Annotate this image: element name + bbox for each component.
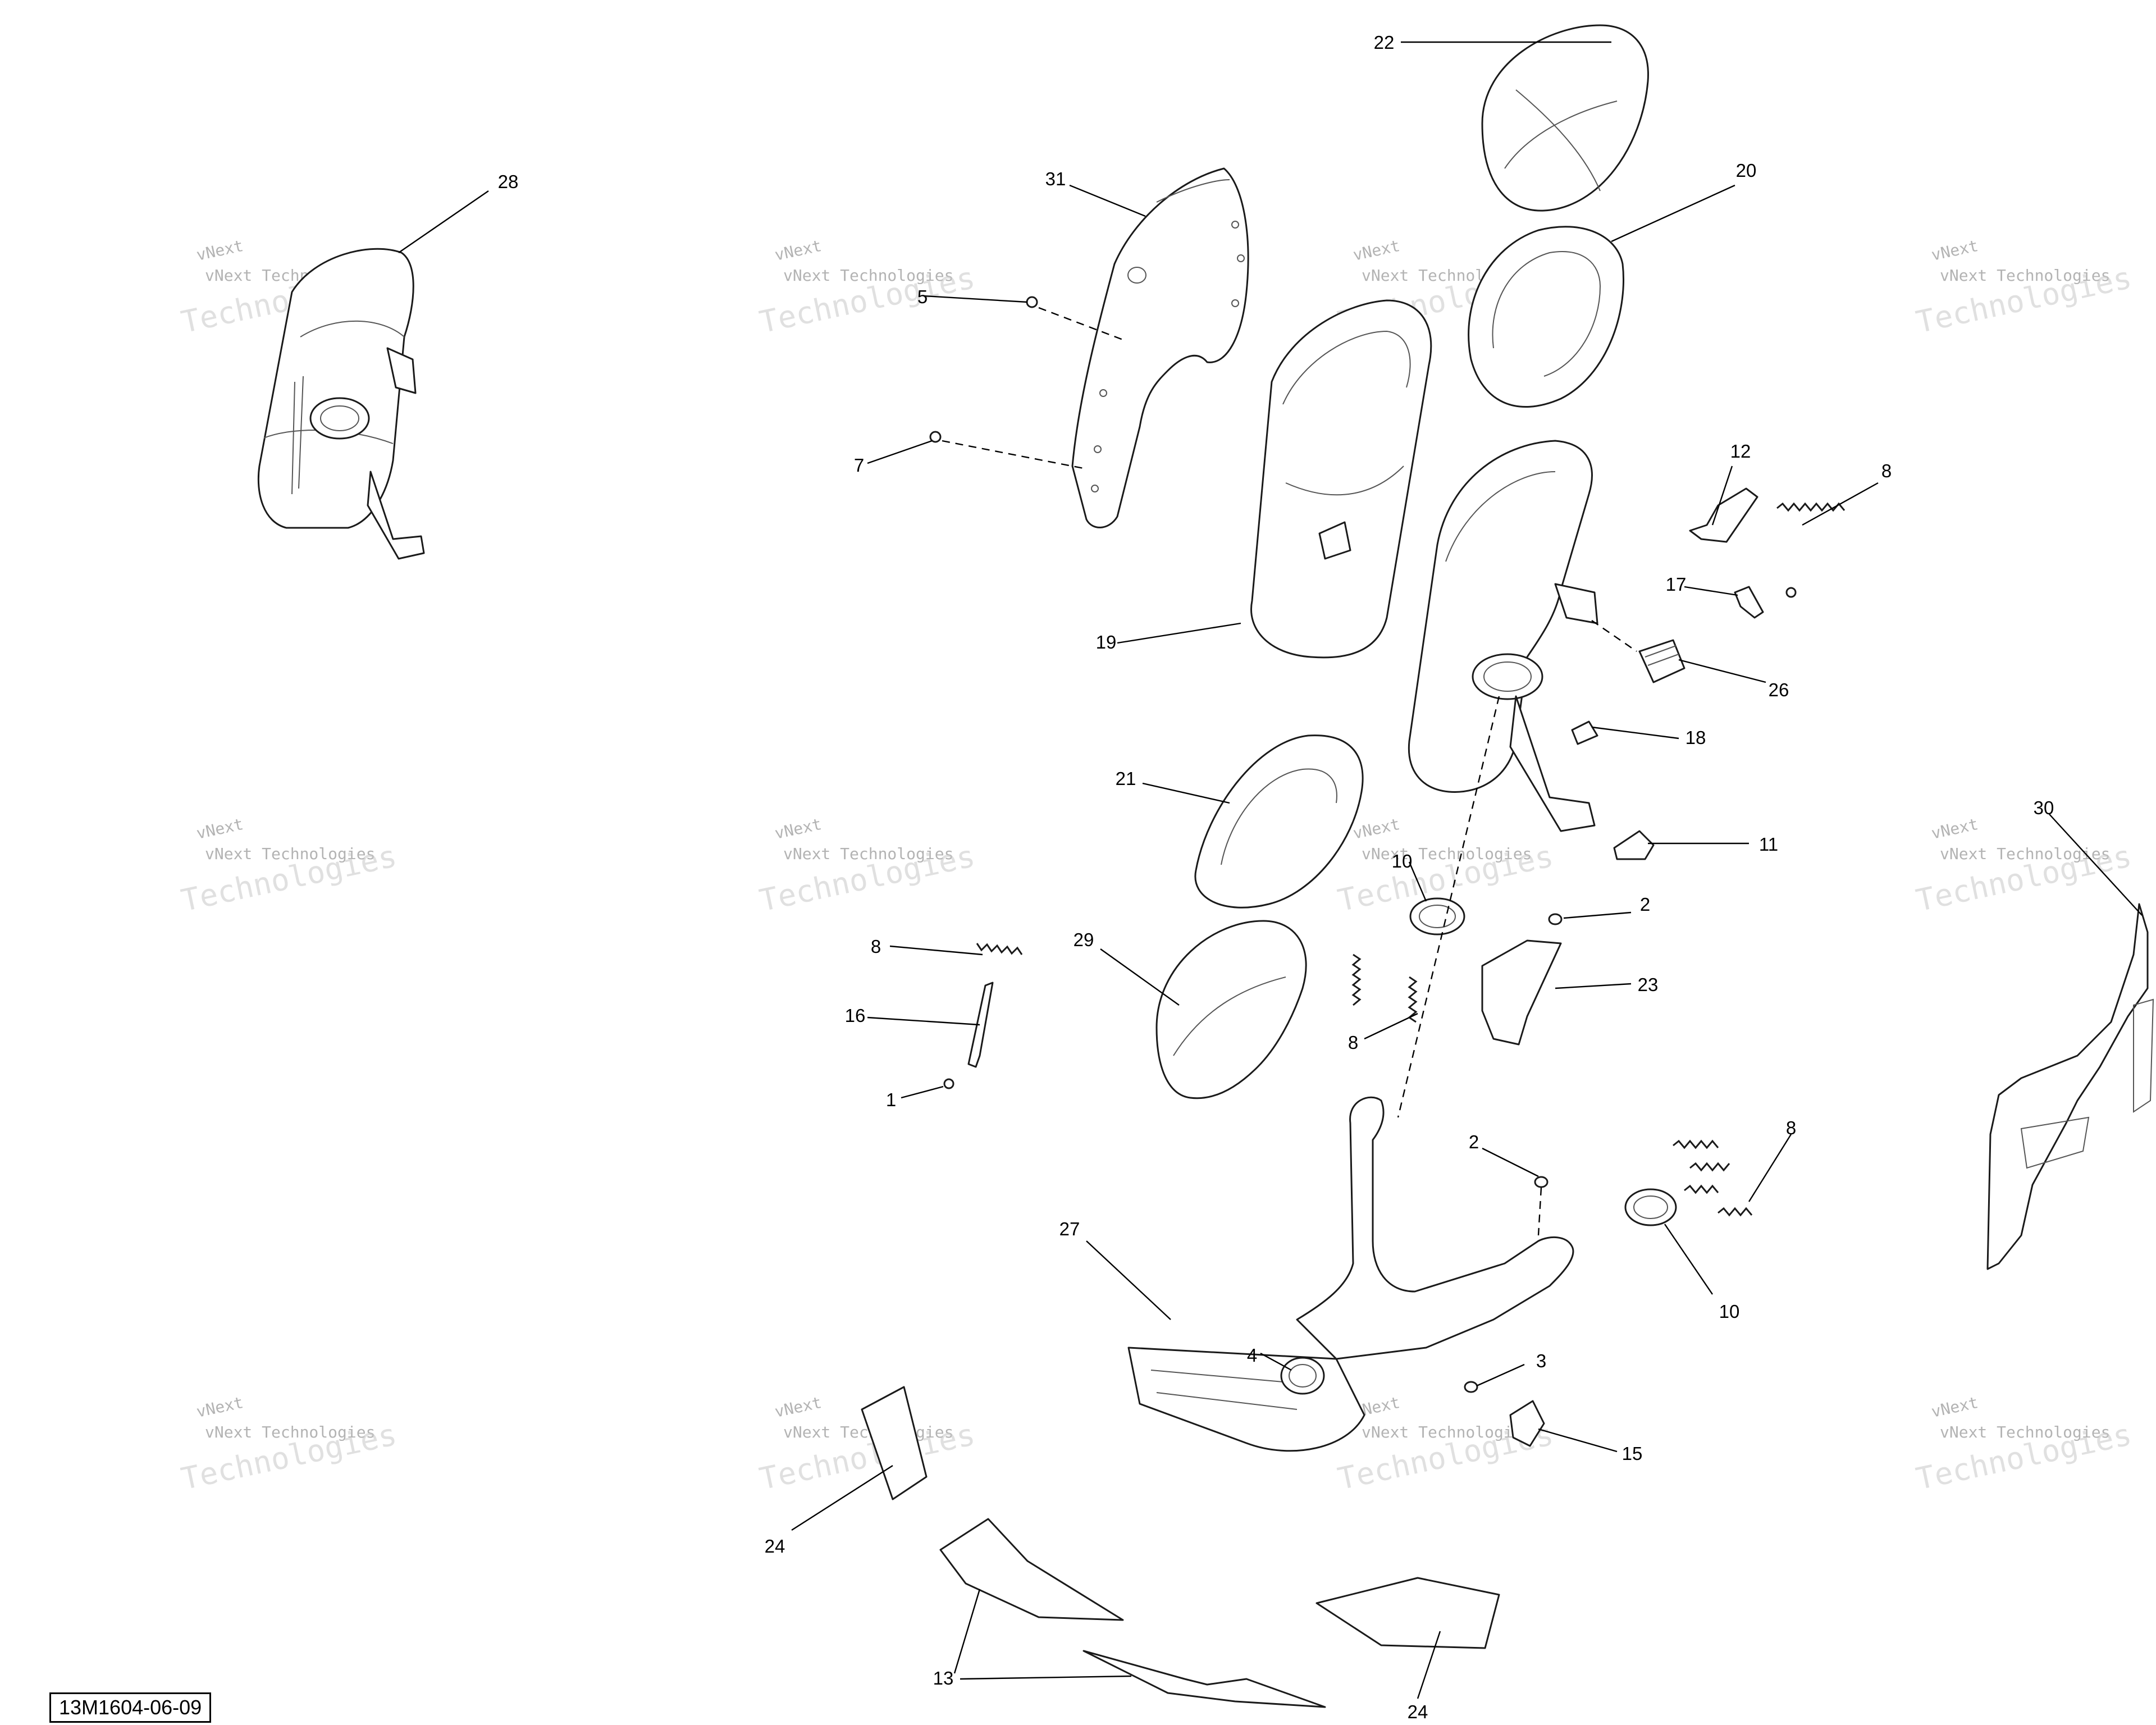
part-16-bracket	[967, 982, 994, 1068]
svg-text:vNext Technologies: vNext Technologies	[1940, 1423, 2110, 1441]
svg-text:vNext Technologies: vNext Technologies	[783, 845, 953, 863]
part-10-ring-lower	[1624, 1188, 1677, 1226]
part-8-springs-right-group	[1673, 1139, 1753, 1217]
callout-3: 3	[1536, 1350, 1546, 1371]
callout-2-upper: 2	[1640, 894, 1650, 915]
svg-text:vNext Technologies: vNext Technologies	[205, 1423, 375, 1441]
part-8-spring-center-a	[1351, 953, 1362, 1006]
callout-8-upper-right: 8	[1881, 460, 1892, 481]
svg-text:vNext: vNext	[1930, 236, 1980, 264]
callout-2-lower: 2	[1469, 1131, 1479, 1152]
callout-31: 31	[1045, 168, 1066, 189]
callout-16: 16	[845, 1005, 866, 1026]
part-2-cap-lower	[1534, 1176, 1549, 1188]
callout-11: 11	[1759, 834, 1778, 855]
callout-24-left: 24	[765, 1536, 785, 1557]
callout-15: 15	[1622, 1443, 1643, 1464]
callout-27: 27	[1059, 1219, 1080, 1239]
svg-text:vNext Technologies: vNext Technologies	[1940, 845, 2110, 863]
svg-text:vNext Technologies: vNext Technologies	[205, 845, 375, 863]
callout-22: 22	[1374, 32, 1395, 53]
part-20-gasket	[1468, 226, 1624, 408]
callout-19: 19	[1096, 632, 1117, 652]
callout-17: 17	[1666, 574, 1687, 595]
callout-13: 13	[933, 1668, 954, 1689]
watermark-tile-6: vNext vNext Technologies Technologies	[756, 815, 978, 919]
svg-text:vNext Technologies: vNext Technologies	[1362, 845, 1532, 863]
callout-10-lower: 10	[1719, 1301, 1740, 1322]
part-27-header-pipe	[1127, 1096, 1574, 1452]
svg-text:vNext: vNext	[1930, 815, 1980, 843]
watermark-tile-8: vNext vNext Technologies Technologies	[1913, 815, 2135, 919]
part-11-clip	[1613, 830, 1655, 860]
part-28-muffler-assembly	[257, 248, 425, 560]
part-8-spring-center-b	[1408, 976, 1418, 1023]
part-1-bolt	[943, 1078, 954, 1089]
svg-text:vNext: vNext	[195, 815, 245, 843]
part-7-fastener	[929, 431, 1087, 470]
callout-21: 21	[1116, 768, 1136, 789]
part-13-shield	[939, 1518, 1326, 1708]
part-24-panel-left	[861, 1386, 928, 1500]
part-17-bracket	[1734, 586, 1797, 619]
part-23-heat-shield	[1481, 939, 1562, 1046]
callout-28: 28	[498, 171, 519, 192]
svg-text:vNext Technologies: vNext Technologies	[1362, 1423, 1532, 1441]
part-muffler-body	[1408, 440, 1598, 832]
part-15-rubber-mount	[1509, 1400, 1545, 1447]
part-22-end-cap	[1481, 24, 1649, 212]
callout-20: 20	[1736, 160, 1757, 181]
part-31-heat-shield	[1071, 167, 1249, 528]
leader-lines	[398, 41, 2143, 1699]
svg-text:vNext Technologies: vNext Technologies	[1940, 266, 2110, 285]
svg-text:vNext: vNext	[773, 1393, 823, 1421]
callout-8-left: 8	[871, 936, 881, 957]
svg-text:vNext: vNext	[1930, 1393, 1980, 1421]
callout-5: 5	[917, 286, 928, 307]
part-8-spring-left	[976, 943, 1023, 955]
part-2-cap-upper	[1548, 913, 1563, 925]
callout-10-upper: 10	[1392, 851, 1413, 871]
svg-text:vNext: vNext	[195, 236, 245, 264]
svg-text:vNext Technologies: vNext Technologies	[783, 266, 953, 285]
svg-text:vNext: vNext	[195, 1393, 245, 1421]
part-24-panel-bottom	[1315, 1577, 1500, 1649]
callout-30: 30	[2034, 797, 2054, 818]
watermark-tile-5: vNext vNext Technologies Technologies	[178, 815, 400, 919]
callout-labels: 28 31 5 7 22 20 19 12 8 17 26 18 11 21 1…	[498, 32, 2054, 1722]
part-10-ring-upper	[1409, 897, 1465, 935]
part-26-rubber-mount	[1591, 620, 1685, 683]
svg-text:vNext: vNext	[1351, 815, 1401, 843]
callout-12: 12	[1730, 441, 1751, 462]
callout-29: 29	[1074, 929, 1094, 950]
callout-1: 1	[886, 1089, 896, 1110]
callout-18: 18	[1685, 727, 1706, 748]
callout-24-bottom: 24	[1408, 1701, 1428, 1722]
callout-8-center: 8	[1348, 1032, 1358, 1053]
part-8-spring-upper-right	[1776, 502, 1846, 512]
watermark-tile-2: vNext vNext Technologies Technologies	[756, 236, 978, 340]
svg-text:vNext: vNext	[1351, 236, 1401, 264]
svg-text:vNext: vNext	[773, 236, 823, 264]
part-5-fastener	[1026, 296, 1123, 341]
part-21-gasket	[1194, 734, 1364, 909]
drawing-reference-number: 13M1604-06-09	[49, 1692, 212, 1723]
callout-26: 26	[1769, 679, 1789, 700]
callout-7: 7	[854, 455, 864, 476]
callout-4: 4	[1247, 1345, 1257, 1366]
part-19-heat-shield	[1250, 299, 1432, 659]
part-12-bracket	[1689, 487, 1758, 543]
part-29-end-cap	[1155, 920, 1307, 1099]
svg-text:vNext: vNext	[773, 815, 823, 843]
watermark-tile-12: vNext vNext Technologies Technologies	[1913, 1393, 2135, 1497]
callout-23: 23	[1638, 974, 1659, 995]
watermark-tile-9: vNext vNext Technologies Technologies	[178, 1393, 400, 1497]
part-18-clip	[1571, 720, 1598, 745]
part-30-side-shield	[1986, 903, 2154, 1270]
part-3-washer	[1464, 1381, 1478, 1393]
callout-8-lower-right: 8	[1786, 1117, 1796, 1138]
watermark-tile-4: vNext vNext Technologies Technologies	[1913, 236, 2135, 340]
